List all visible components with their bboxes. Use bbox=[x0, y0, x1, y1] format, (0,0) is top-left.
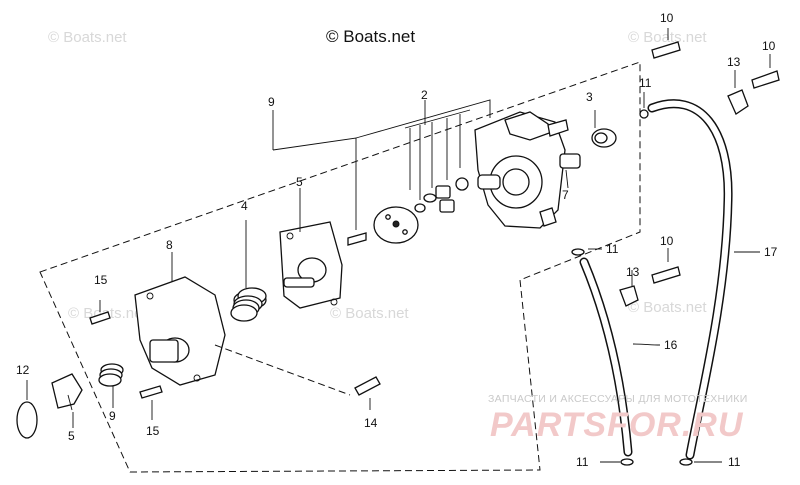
callout-15-lower: 15 bbox=[146, 424, 160, 438]
bolt-10-mid bbox=[651, 248, 681, 284]
bolt-10-right bbox=[751, 54, 780, 89]
bolt-14-lower bbox=[354, 376, 381, 410]
hose-17-fill bbox=[649, 100, 732, 458]
bolt-15-upper bbox=[89, 300, 111, 325]
part-14-bolt-upper bbox=[347, 232, 367, 246]
callout-7: 8 bbox=[166, 238, 173, 252]
callout-1: 2 bbox=[421, 88, 428, 102]
shop-tagline: ЗАПЧАСТИ И АКСЕССУАРЫ ДЛЯ МОТОТЕХНИКИ bbox=[488, 393, 748, 405]
part-5-plug bbox=[51, 373, 83, 411]
callout-15-upper: 15 bbox=[94, 273, 108, 287]
bracket-1-drops bbox=[409, 114, 461, 200]
bolt-10-top bbox=[651, 28, 681, 59]
clamp-13-top bbox=[727, 70, 749, 115]
callout-11-top: 11 bbox=[639, 76, 652, 90]
callout-3: 4 bbox=[241, 199, 248, 213]
part-3-spring bbox=[230, 287, 267, 322]
callout-11-bottom-right: 11 bbox=[728, 455, 741, 469]
callout-12: 12 bbox=[16, 363, 30, 377]
bolt-15-lower bbox=[139, 385, 163, 420]
callout-4: 5 bbox=[296, 175, 303, 189]
callout-10-right: 10 bbox=[762, 39, 776, 53]
callout-5: 5 bbox=[68, 429, 75, 443]
leader-16 bbox=[632, 343, 661, 346]
callout-10-top: 10 bbox=[660, 11, 674, 25]
callout-11-mid: 11 bbox=[606, 242, 619, 256]
bracket-1-bar bbox=[404, 109, 471, 129]
callout-11-bottom-left: 11 bbox=[576, 455, 589, 469]
clamp-13-mid bbox=[619, 270, 639, 307]
callout-16: 16 bbox=[664, 338, 678, 352]
part-6-fitting bbox=[559, 153, 581, 189]
hose-16-fill bbox=[581, 259, 631, 455]
diaphragm-disc bbox=[373, 206, 419, 244]
part-4-cover-plate bbox=[279, 221, 343, 309]
part-2-fitting bbox=[591, 110, 617, 148]
watermark-mid-center: © Boats.net bbox=[330, 305, 409, 322]
bracket-8-left bbox=[272, 137, 357, 230]
callout-8: 9 bbox=[268, 95, 275, 109]
part-12-oring bbox=[16, 401, 38, 439]
clip-11-a bbox=[639, 92, 649, 119]
bracket-8-top bbox=[355, 99, 491, 139]
clip-11-c bbox=[600, 458, 634, 466]
assembly-outline bbox=[39, 61, 641, 473]
pump-body bbox=[474, 111, 569, 229]
watermark-top-left: © Boats.net bbox=[48, 29, 127, 46]
callout-9: 9 bbox=[109, 409, 116, 423]
callout-13-top: 13 bbox=[727, 55, 741, 69]
callout-2: 3 bbox=[586, 90, 593, 104]
watermark-mid-right: © Boats.net bbox=[628, 299, 707, 316]
watermark-primary: © Boats.net bbox=[326, 27, 415, 46]
shop-logo: PARTSFOR.RU bbox=[490, 406, 744, 444]
callout-13-mid: 13 bbox=[626, 265, 640, 279]
clip-11-d bbox=[679, 458, 722, 466]
callout-10-mid: 10 bbox=[660, 234, 674, 248]
callout-17: 17 bbox=[764, 245, 778, 259]
clip-11-b bbox=[571, 248, 602, 256]
callout-6: 7 bbox=[562, 188, 569, 202]
part-9-spring bbox=[98, 363, 124, 387]
callout-14: 14 bbox=[364, 416, 378, 430]
leader-14-dashed bbox=[214, 344, 351, 396]
inner-small-parts bbox=[414, 177, 469, 213]
part-7-housing bbox=[134, 276, 226, 386]
